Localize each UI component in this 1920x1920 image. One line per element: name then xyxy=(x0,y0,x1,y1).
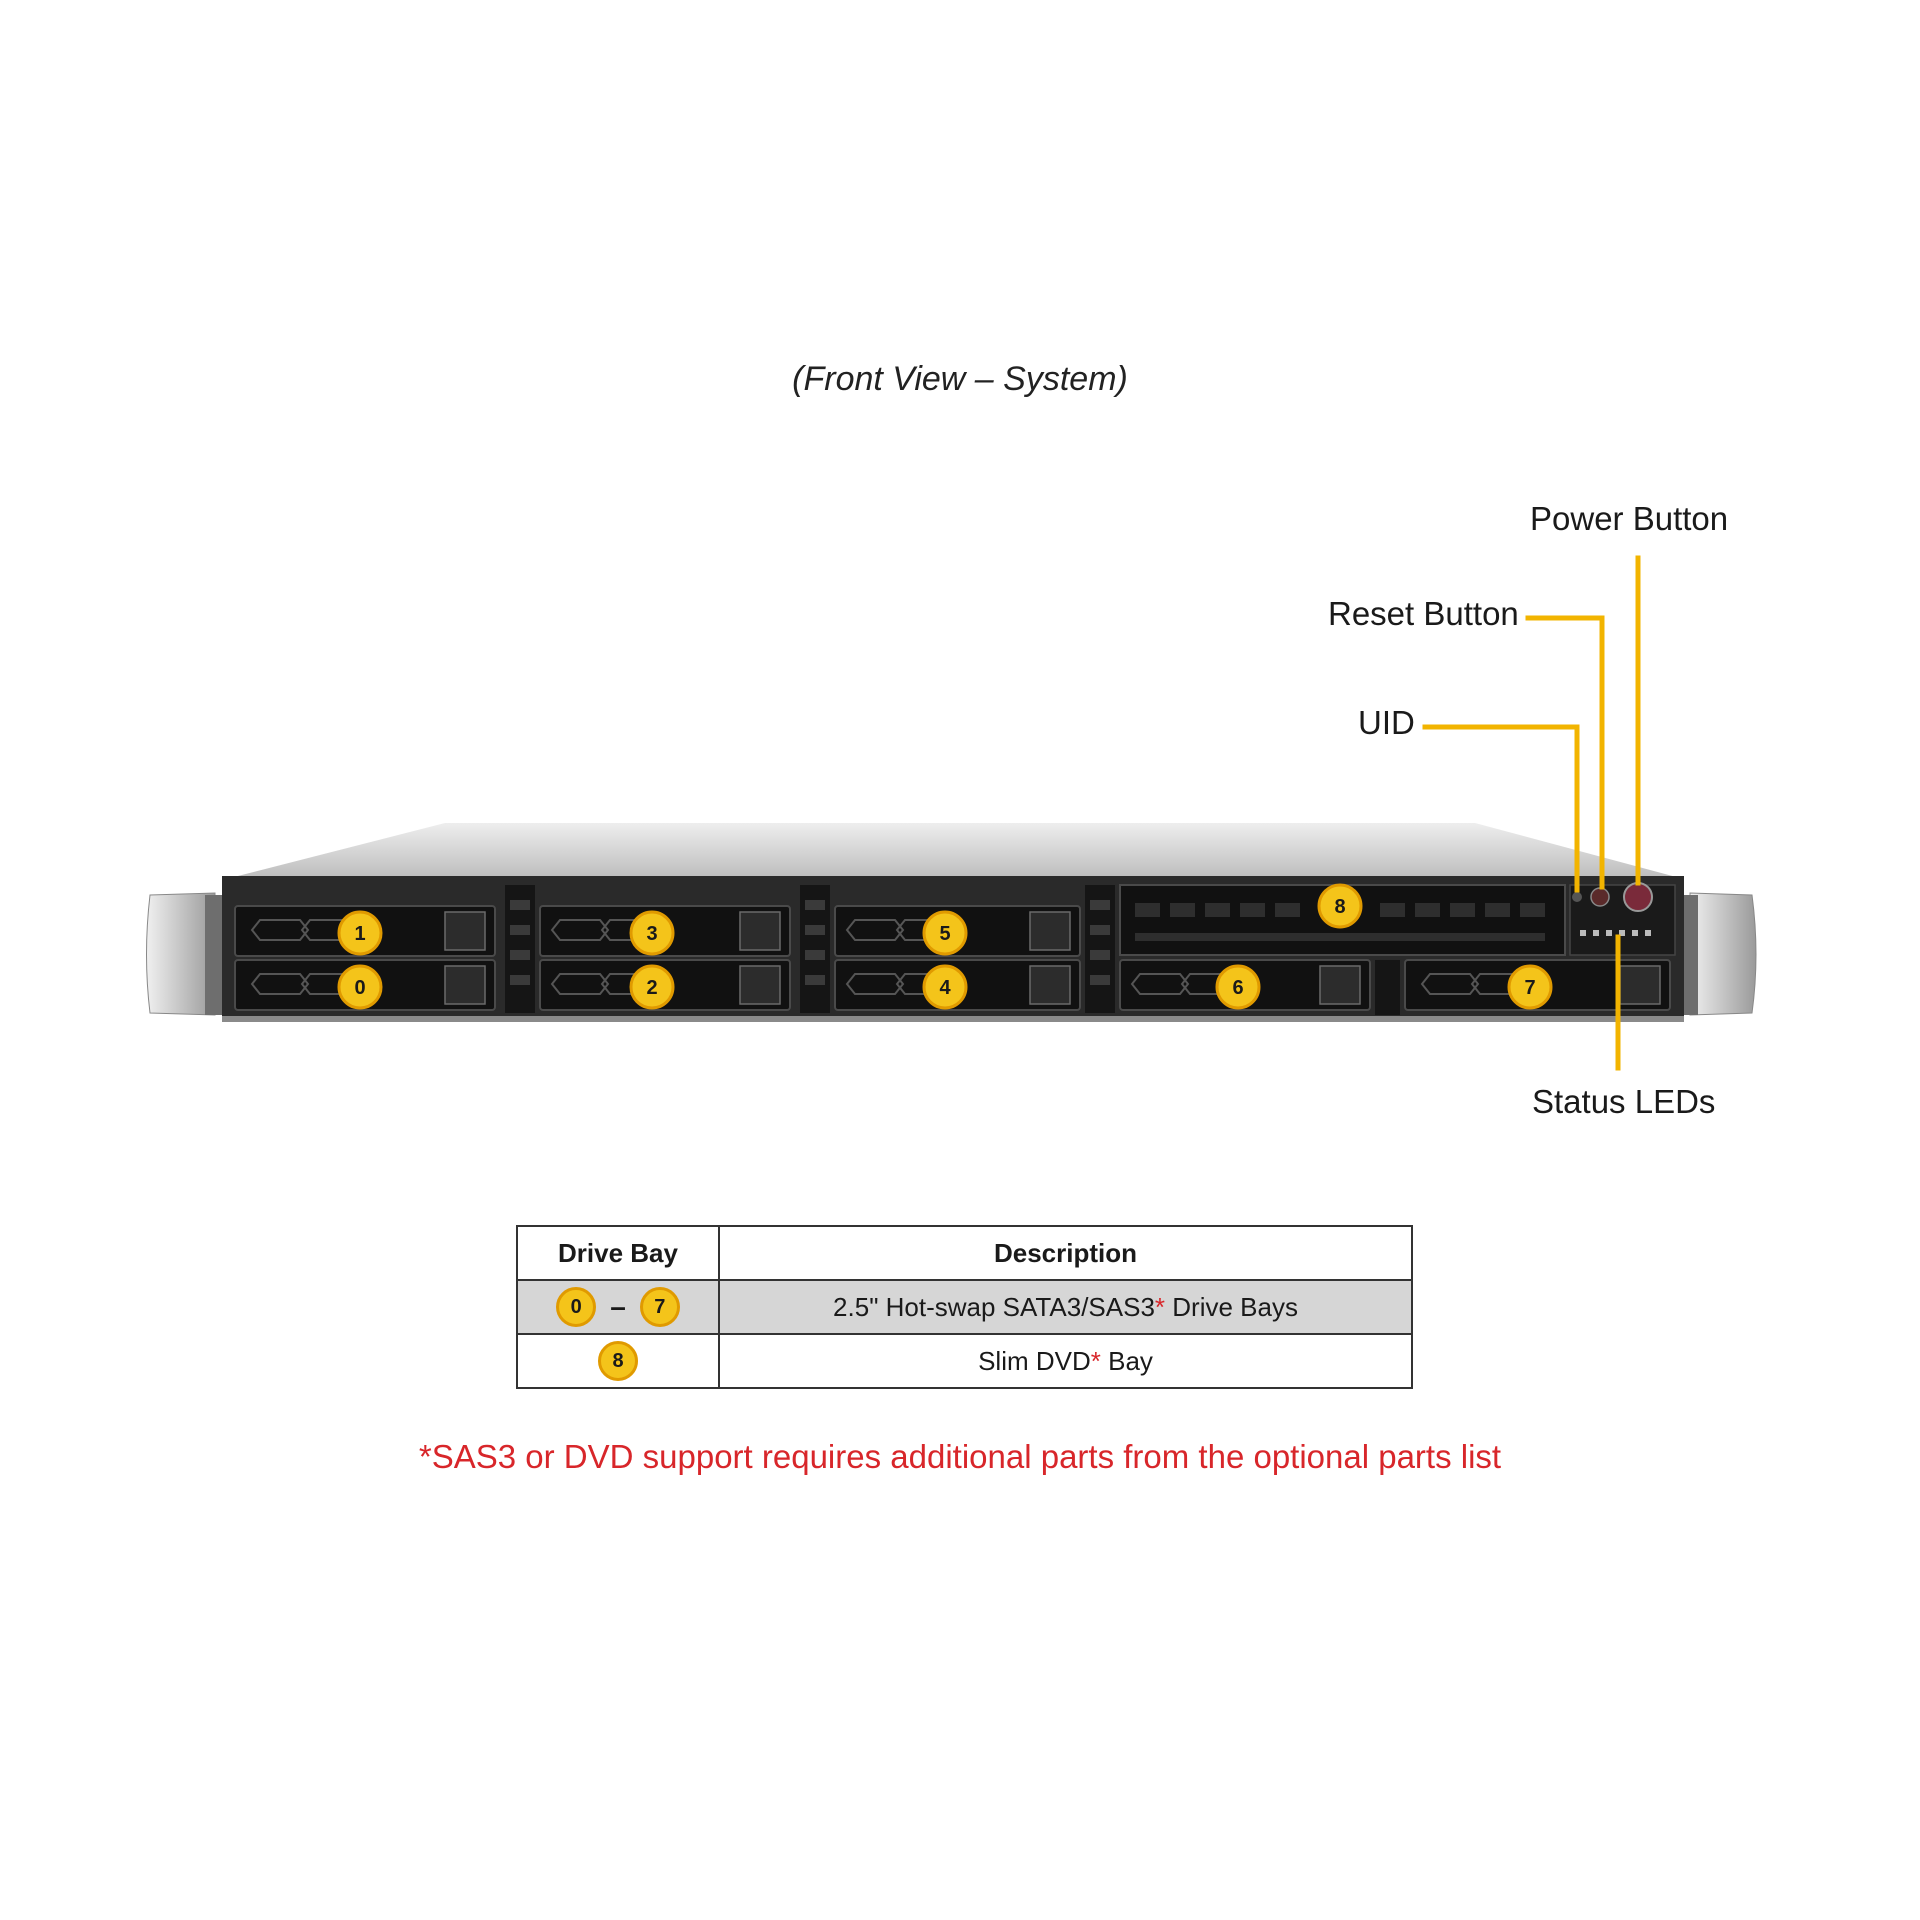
header-drive-bay: Drive Bay xyxy=(516,1225,720,1281)
drive-bay-table: Drive Bay Description 0–7 2.5" Hot-swap … xyxy=(516,1225,1413,1389)
control-panel xyxy=(1569,884,1676,956)
bay-badge-circle xyxy=(1317,883,1363,929)
bay-badge: 8 xyxy=(598,1341,638,1381)
bay-badge-number: 6 xyxy=(1232,977,1243,999)
description-text-end: Drive Bays xyxy=(1165,1291,1298,1322)
bay-badge-4: 4 xyxy=(922,964,968,1010)
rack-ear-left xyxy=(146,892,216,1016)
description-text-end: Bay xyxy=(1100,1345,1153,1376)
bay-badge-circle xyxy=(629,964,675,1010)
table-header-row: Drive Bay Description xyxy=(516,1225,1413,1281)
reset-callout-line xyxy=(1525,615,1605,890)
power-button-label: Power Button xyxy=(1530,500,1729,537)
bay-badge-number: 4 xyxy=(939,977,951,999)
bay-badge-number: 7 xyxy=(1524,977,1535,999)
bay-badge-circle xyxy=(922,910,968,956)
asterisk-mark: * xyxy=(1090,1345,1101,1376)
bay-badge-to: 7 xyxy=(639,1287,680,1327)
status-leds-label: Status LEDs xyxy=(1532,1083,1716,1120)
bay-badge-8: 8 xyxy=(1317,883,1363,929)
rack-handle-left xyxy=(205,895,223,1015)
bay-badge-0: 0 xyxy=(337,964,383,1010)
description-text: 2.5" Hot-swap SATA3/SAS3 xyxy=(833,1291,1155,1322)
chassis-top xyxy=(230,823,1680,878)
bay-badge-circle xyxy=(629,910,675,956)
bay-badge-6: 6 xyxy=(1215,964,1261,1010)
bay-badge-number: 2 xyxy=(646,977,657,999)
uid-label: UID xyxy=(1358,704,1415,741)
footnote: *SAS3 or DVD support requires additional… xyxy=(418,1438,1502,1475)
bay-badge-circle xyxy=(1507,964,1553,1010)
bay-badge-circle xyxy=(1215,964,1261,1010)
table-row: 8 Slim DVD* Bay xyxy=(516,1333,1413,1389)
bay-badge-number: 1 xyxy=(354,923,365,945)
uid-button xyxy=(1572,892,1582,902)
uid-callout-line xyxy=(1422,724,1580,893)
bay-badge-circle xyxy=(337,964,383,1010)
description-text: Slim DVD xyxy=(978,1345,1091,1376)
bay-badge-1: 1 xyxy=(337,910,383,956)
asterisk-mark: * xyxy=(1154,1291,1166,1322)
table-row: 0–7 2.5" Hot-swap SATA3/SAS3* Drive Bays xyxy=(516,1279,1413,1335)
description-cell: Slim DVD* Bay xyxy=(718,1333,1413,1389)
bay-badge-number: 0 xyxy=(354,977,365,999)
diagram-caption: (Front View – System) xyxy=(792,360,1128,398)
bay-badge-from: 0 xyxy=(556,1287,597,1327)
bay-badge-7: 7 xyxy=(1507,964,1553,1010)
header-description: Description xyxy=(718,1225,1413,1281)
bay-badge-2: 2 xyxy=(629,964,675,1010)
bay-badge-3: 3 xyxy=(629,910,675,956)
description-cell: 2.5" Hot-swap SATA3/SAS3* Drive Bays xyxy=(718,1279,1413,1335)
rack-handle-right xyxy=(1680,895,1698,1015)
bay-badge-number: 5 xyxy=(939,923,950,945)
bay-badge-number: 3 xyxy=(646,923,657,945)
bay-badge-circle xyxy=(337,910,383,956)
range-dash: – xyxy=(610,1291,626,1322)
bay-badge-5: 5 xyxy=(922,910,968,956)
status-led-icons xyxy=(1580,930,1651,936)
bay-cell: 0–7 xyxy=(516,1279,720,1335)
rack-ear-right xyxy=(1689,892,1757,1016)
reset-button-label: Reset Button xyxy=(1328,595,1519,632)
bay-badge-number: 8 xyxy=(1334,896,1345,918)
bay-cell: 8 xyxy=(516,1333,720,1389)
bay-badge-circle xyxy=(922,964,968,1010)
